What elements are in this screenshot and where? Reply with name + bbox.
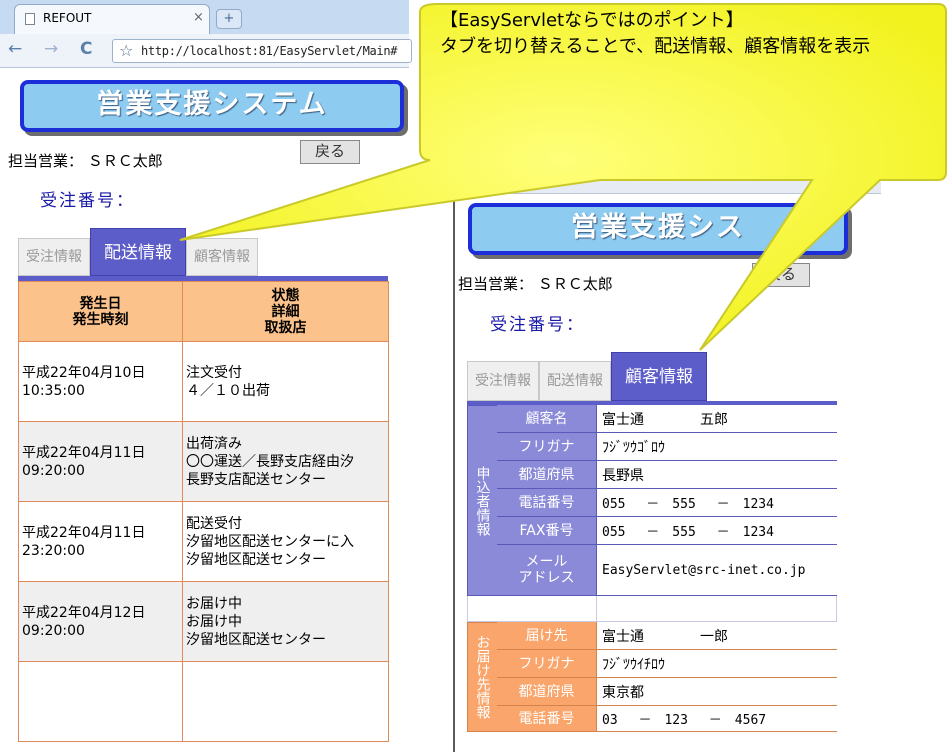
delivery-field-label: 電話番号 bbox=[497, 706, 597, 732]
applicant-field-label: FAX番号 bbox=[497, 517, 597, 545]
row-detail: お届け中 bbox=[186, 613, 242, 630]
row-store: 汐留地区配送センター bbox=[186, 551, 326, 568]
applicant-field-label: 都道府県 bbox=[497, 461, 597, 489]
row-state: 配送受付 bbox=[186, 515, 242, 532]
row-time: 09:20:00 bbox=[22, 462, 85, 479]
applicant-field-label: フリガナ bbox=[497, 433, 597, 461]
tab-order-info[interactable]: 受注情報 bbox=[18, 238, 90, 276]
tab-bar-underline bbox=[18, 276, 388, 281]
browser-tab[interactable]: REFOUT × bbox=[14, 4, 210, 34]
delivery-field-value: 富士通 一郎 bbox=[597, 622, 837, 650]
row-state: 出荷済み bbox=[186, 435, 242, 452]
tab-delivery-info[interactable]: 配送情報 bbox=[90, 228, 186, 276]
row-date: 平成22年04月11日 bbox=[22, 524, 146, 541]
delivery-field-value: 03 － 123 － 4567 bbox=[597, 706, 837, 732]
tab-customer-info[interactable]: 顧客情報 bbox=[186, 238, 258, 276]
left-browser-window: REFOUT × + ← → C ☆ http://localhost:81/E… bbox=[0, 0, 412, 752]
header-store: 取扱店 bbox=[264, 319, 307, 336]
applicant-field-value: EasyServlet@src-inet.co.jp bbox=[597, 545, 837, 596]
address-bar[interactable]: ☆ http://localhost:81/EasyServlet/Main# bbox=[112, 39, 412, 63]
applicant-field-label: 顧客名 bbox=[497, 405, 597, 433]
row-time: 23:20:00 bbox=[22, 542, 85, 559]
row-state: 注文受付 bbox=[186, 364, 242, 381]
reload-icon[interactable]: C bbox=[80, 39, 93, 59]
row-time: 10:35:00 bbox=[22, 382, 85, 399]
delivery-field-label: 都道府県 bbox=[497, 678, 597, 706]
table-row-empty bbox=[18, 661, 389, 742]
row-detail: 汐留地区配送センターに入 bbox=[186, 533, 354, 550]
delivery-field-label: 届け先 bbox=[497, 622, 597, 650]
applicant-field-value: 055 － 555 － 1234 bbox=[597, 489, 837, 517]
applicant-field-label: メール アドレス bbox=[497, 545, 597, 596]
tab-bar-underline-right bbox=[467, 401, 837, 405]
delivery-field-label: フリガナ bbox=[497, 650, 597, 678]
row-store: 長野支店配送センター bbox=[186, 471, 326, 488]
row-detail: 〇〇運送／長野支店経由汐 bbox=[186, 453, 354, 470]
browser-tab-title: REFOUT bbox=[43, 11, 92, 25]
row-status: 出荷済み〇〇運送／長野支店経由汐長野支店配送センター bbox=[182, 421, 389, 502]
star-icon[interactable]: ☆ bbox=[119, 41, 134, 60]
header-status: 状態 詳細 取扱店 bbox=[182, 281, 389, 342]
header-date: 発生日 bbox=[79, 295, 122, 312]
order-number-label-right: 受注番号： bbox=[490, 315, 585, 335]
applicant-field-value: 055 － 555 － 1234 bbox=[597, 517, 837, 545]
tab-close-icon[interactable]: × bbox=[193, 10, 204, 25]
header-state: 状態 bbox=[271, 287, 300, 304]
staff-label: 担当営業： ＳＲＣ太郎 bbox=[8, 152, 163, 170]
delivery-group-label: お届け先情報 bbox=[474, 635, 491, 719]
header-occurrence: 発生日 発生時刻 bbox=[18, 281, 183, 342]
browser-toolbar: ← → C ☆ http://localhost:81/EasyServlet/… bbox=[0, 34, 412, 68]
applicant-field-value: 長野県 bbox=[597, 461, 837, 489]
browser-tab-strip: REFOUT × + bbox=[0, 0, 409, 34]
header-time: 発生時刻 bbox=[72, 311, 129, 328]
row-store: 汐留地区配送センター bbox=[186, 631, 326, 648]
tab-order-info-right[interactable]: 受注情報 bbox=[467, 361, 539, 401]
callout-heading: 【EasyServletならではのポイント】 bbox=[440, 10, 744, 31]
callout-shape bbox=[179, 3, 947, 351]
page-icon bbox=[25, 13, 35, 25]
callout-body: タブを切り替えることで、配送情報、顧客情報を表示 bbox=[440, 36, 871, 57]
callout-text: 【EasyServletならではのポイント】 タブを切り替えることで、配送情報、… bbox=[440, 8, 940, 60]
applicant-group-label: 申込者情報 bbox=[474, 465, 491, 536]
back-arrow-icon[interactable]: ← bbox=[8, 39, 23, 59]
tab-delivery-info-right[interactable]: 配送情報 bbox=[539, 361, 611, 401]
header-detail: 詳細 bbox=[271, 303, 300, 320]
system-title-banner: 営業支援システム bbox=[20, 80, 404, 132]
staff-label-right: 担当営業： ＳＲＣ太郎 bbox=[458, 275, 613, 293]
delivery-field-value: 東京都 bbox=[597, 678, 837, 706]
order-number-label: 受注番号： bbox=[40, 191, 135, 211]
new-tab-button[interactable]: + bbox=[216, 9, 242, 29]
delivery-field-value: ﾌｼﾞﾂｳｲﾁﾛｳ bbox=[597, 650, 837, 678]
row-status: お届け中お届け中汐留地区配送センター bbox=[182, 581, 389, 662]
spacer-divider bbox=[497, 596, 597, 622]
tab-customer-info-right[interactable]: 顧客情報 bbox=[611, 352, 707, 401]
row-state: お届け中 bbox=[186, 595, 242, 612]
applicant-field-label: 電話番号 bbox=[497, 489, 597, 517]
row-date: 平成22年04月12日 bbox=[22, 604, 146, 621]
applicant-field-value: ﾌｼﾞﾂｳｺﾞﾛｳ bbox=[597, 433, 837, 461]
row-detail: ４／１０出荷 bbox=[186, 382, 270, 399]
spacer-row bbox=[467, 596, 837, 622]
forward-arrow-icon[interactable]: → bbox=[44, 39, 59, 59]
url-text: http://localhost:81/EasyServlet/Main# bbox=[141, 44, 398, 58]
table-header-row: 発生日 発生時刻 状態 詳細 取扱店 bbox=[18, 281, 389, 342]
row-time: 09:20:00 bbox=[22, 622, 85, 639]
back-button[interactable]: 戻る bbox=[300, 140, 360, 164]
applicant-field-value: 富士通 五郎 bbox=[597, 405, 837, 433]
row-date: 平成22年04月10日 bbox=[22, 364, 146, 381]
row-date: 平成22年04月11日 bbox=[22, 444, 146, 461]
